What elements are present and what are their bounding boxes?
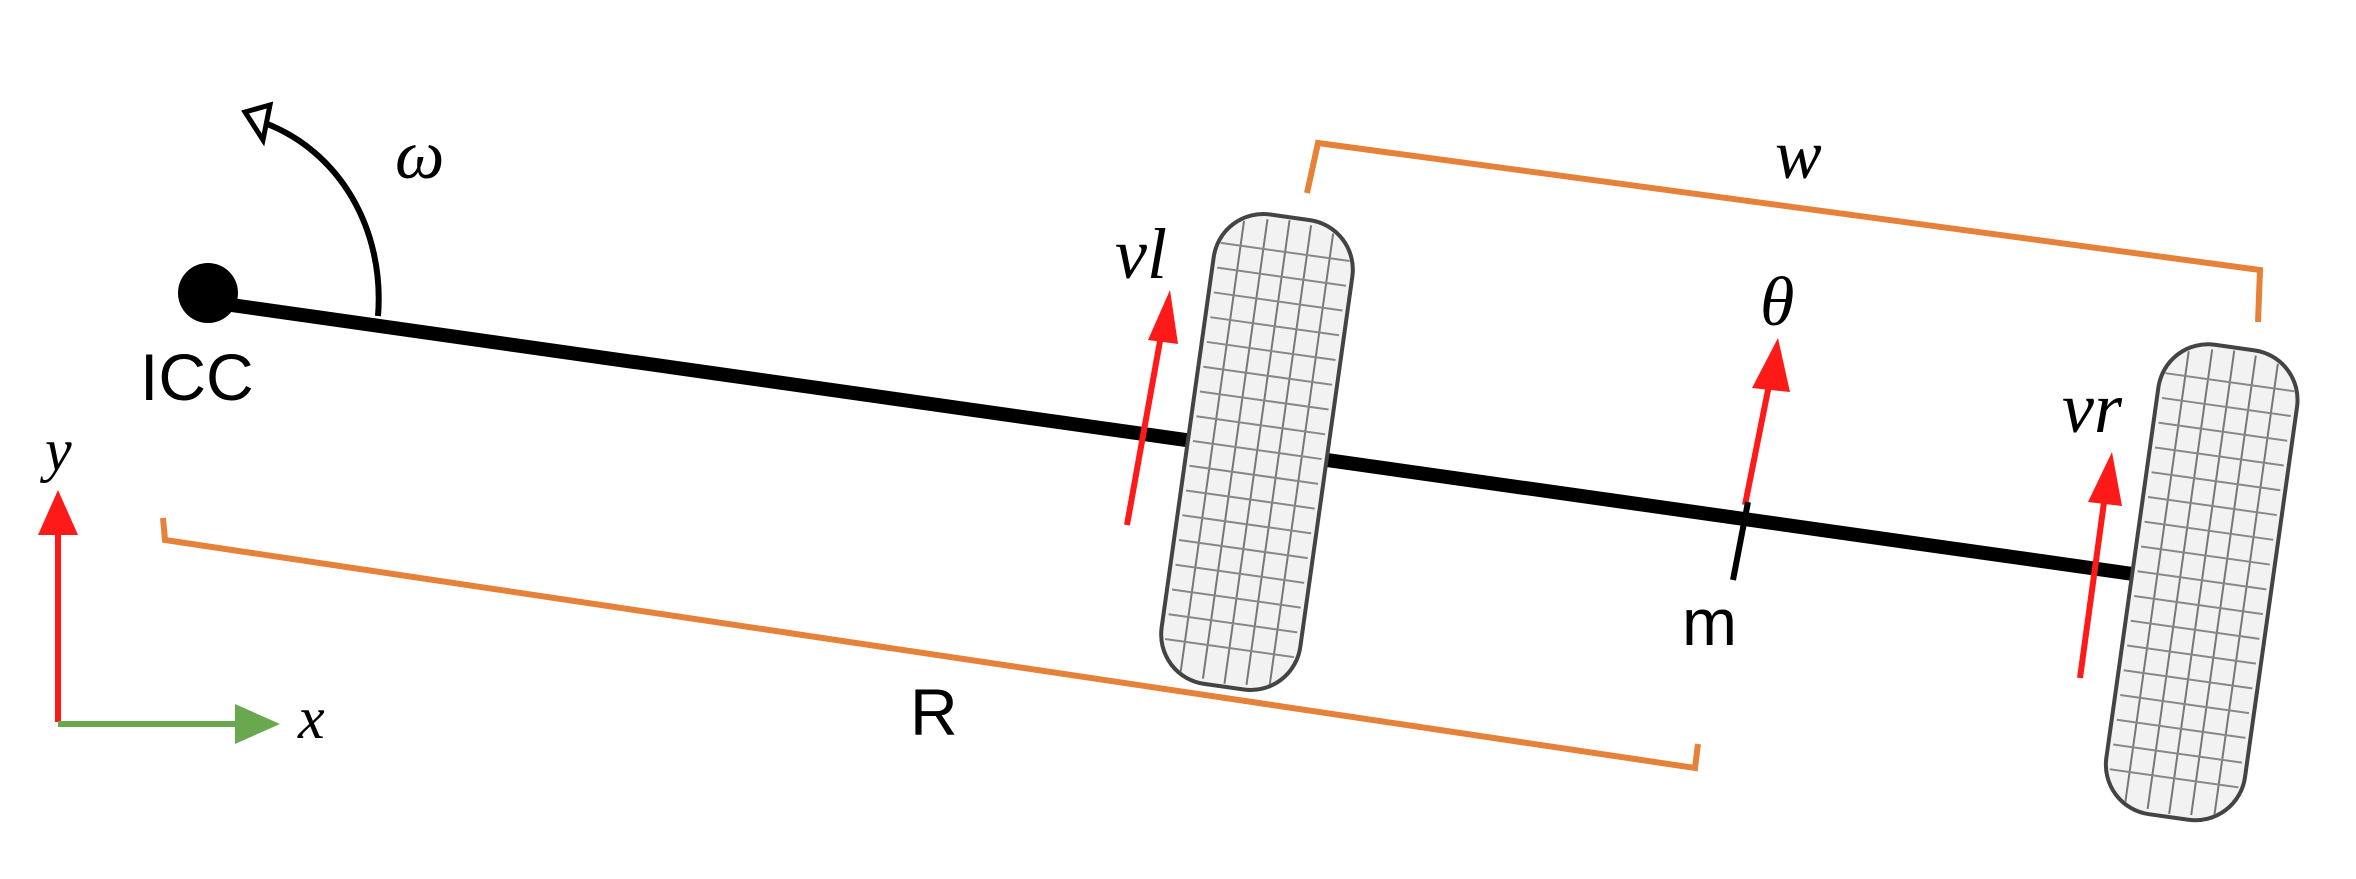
coordinate-axes bbox=[38, 490, 280, 744]
rotation-arrow-icon bbox=[241, 101, 382, 317]
radius-bracket bbox=[160, 517, 1701, 772]
right-velocity-arrow bbox=[2077, 452, 2122, 679]
radius-label: R bbox=[910, 675, 958, 749]
midpoint-tick bbox=[1730, 501, 1751, 581]
theta-arrow bbox=[1742, 338, 1790, 506]
width-label: w bbox=[1775, 117, 1822, 194]
icc-point bbox=[178, 263, 238, 323]
left-velocity-label: vl bbox=[1115, 214, 1167, 294]
y-axis-arrowhead bbox=[38, 490, 78, 535]
midpoint-label: m bbox=[1682, 585, 1737, 659]
width-bracket bbox=[1304, 139, 2264, 323]
icc-label: ICC bbox=[140, 340, 254, 414]
y-axis-label: y bbox=[39, 417, 72, 483]
axle-line bbox=[209, 295, 2141, 582]
x-axis-arrowhead bbox=[235, 704, 280, 744]
right-tire-icon bbox=[2103, 342, 2300, 823]
left-velocity-arrow bbox=[1124, 290, 1178, 526]
right-velocity-label: vr bbox=[2062, 368, 2123, 448]
omega-label: ω bbox=[395, 117, 444, 194]
left-tire-icon bbox=[1159, 212, 1355, 692]
x-axis-label: x bbox=[297, 685, 325, 751]
theta-label: θ bbox=[1760, 264, 1794, 341]
